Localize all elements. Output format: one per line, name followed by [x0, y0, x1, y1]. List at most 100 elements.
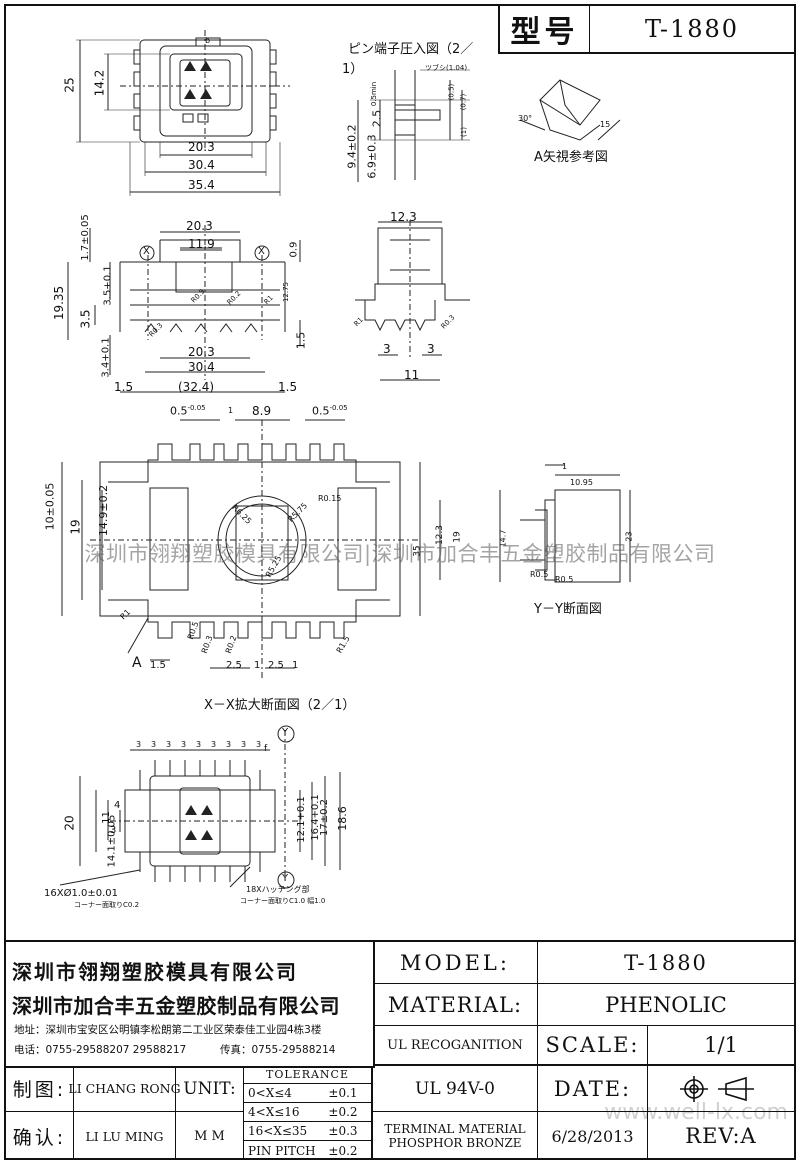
dim-side-0-9: 0.9	[288, 241, 300, 258]
dim-bot-pitch-3: 3	[166, 740, 172, 749]
label-f: f	[264, 744, 268, 754]
dim-side-3-4: 3.4+0.1	[100, 337, 112, 378]
dim-pin-07: (0.7)	[459, 93, 468, 111]
pin-press-title: ピン端子圧入図（2／	[348, 42, 474, 57]
dim-bot-12-1: 12.1+0.1	[295, 796, 307, 843]
dim-sec-8-9: 8.9	[252, 404, 272, 418]
date-label-text: DATE:	[553, 1076, 632, 1101]
tol-1-val: ±0.1	[328, 1086, 358, 1100]
dim-yy-10-95: 10.95	[570, 478, 593, 487]
material-label-text: MATERIAL:	[387, 992, 523, 1017]
tol-row-4-range: PIN PITCH	[244, 1141, 316, 1160]
dim-bot-3: 3	[110, 825, 117, 836]
top-view	[76, 30, 290, 196]
xx-title: X－X拡大断面図（2／1）	[204, 698, 356, 713]
dim-side-11-9: 11.9	[188, 237, 215, 251]
material-value-text: PHENOLIC	[605, 992, 727, 1017]
tol-1-range: 0<X≤4	[248, 1086, 292, 1100]
company-name-1: 深圳市翎翔塑胶模具有限公司	[12, 960, 298, 984]
tol-row-3-val: ±0.3	[315, 1122, 373, 1141]
unit-label-cell: UNIT:	[176, 1066, 244, 1112]
dim-pin-6-9: 6.9±0.3	[365, 134, 379, 179]
dim-yy-1: 1	[562, 462, 568, 471]
model-value-text: T-1880	[624, 950, 708, 975]
dim-pin-1: (1)	[459, 127, 468, 137]
dim-sec-r015: R0.15	[318, 494, 342, 503]
title-block: 深圳市翎翔塑胶模具有限公司 深圳市加合丰五金塑胶制品有限公司 地址：深圳市宝安区…	[6, 940, 794, 1160]
dim-top-30-4: 30.4	[188, 158, 215, 172]
tol-row-1-range: 0<X≤4	[244, 1084, 315, 1103]
model-label-cell: MODEL:	[373, 942, 538, 984]
dim-bot-pitch-8: 3	[241, 740, 247, 749]
date-label-cell: DATE:	[538, 1066, 648, 1112]
a-arrow-view	[519, 79, 621, 141]
scale-label-cell: SCALE:	[538, 1026, 648, 1066]
dim-sec-2-5a: 2.5	[226, 660, 242, 671]
label-y-bottom: Y	[282, 873, 289, 884]
drawn-value: LI CHANG RONG	[68, 1081, 181, 1096]
dim-side-19-35: 19.35	[52, 285, 67, 321]
scale-value-text: 1/1	[704, 1033, 738, 1057]
dim-sec-10: 10±0.05	[43, 482, 57, 531]
ul-value-text: UL 94V-0	[415, 1078, 495, 1099]
rev-text: REV:A	[685, 1124, 757, 1148]
tolerance-title-cell: TOLERANCE	[244, 1066, 373, 1084]
dim-side-1-5a: 1.5	[114, 380, 134, 394]
check-label-cell: 确认:	[6, 1112, 74, 1160]
dim-sec-1b: 1	[292, 660, 299, 671]
dim-bot-16x: 16XØ1.0±0.01	[44, 888, 118, 899]
label-y-top: Y	[282, 727, 289, 738]
yy-title: Y－Y断面図	[534, 602, 602, 617]
terminal-material-cell: TERMINAL MATERIAL PHOSPHOR BRONZE	[373, 1112, 538, 1160]
company-area: 深圳市翎翔塑胶模具有限公司 深圳市加合丰五金塑胶制品有限公司 地址：深圳市宝安区…	[6, 942, 375, 1068]
pin-press-title-cont: 1）	[342, 62, 364, 77]
ul-label-cell: UL RECOGANITION	[373, 1026, 538, 1066]
dim-bot-corner-c10: コーナー面取りC1.0 幅1.0	[240, 897, 326, 905]
ul-label-text: UL RECOGANITION	[387, 1037, 523, 1053]
check-value: LI LU MING	[85, 1128, 164, 1144]
tol-row-2-val: ±0.2	[315, 1103, 373, 1122]
company-phone: 电话：0755-29588207 29588217	[14, 1044, 187, 1056]
dim-pin-05: (0.5)	[447, 83, 456, 101]
dim-side-3-5a: 3.5+0.1	[102, 265, 114, 306]
rev-cell: REV:A	[648, 1112, 794, 1160]
dim-top-35-4: 35.4	[188, 178, 215, 192]
label-b: b	[205, 36, 211, 45]
tolerance-title: TOLERANCE	[266, 1068, 349, 1081]
dim-bot-4: 4	[114, 800, 121, 811]
third-angle-projection-icon	[680, 1075, 754, 1102]
tol-row-4-val: ±0.2	[315, 1141, 373, 1160]
dim-pin-tsubushi: ツブシ(1.04)	[425, 64, 468, 72]
drawn-label: 制图:	[12, 1079, 67, 1101]
date-value-text: 6/28/2013	[551, 1126, 634, 1146]
terminal-label-2: PHOSPHOR BRONZE	[388, 1136, 522, 1150]
date-value-cell: 6/28/2013	[538, 1112, 648, 1160]
dim-side-12-75: 12.75	[282, 281, 291, 303]
dim-bot-pitch-7: 3	[226, 740, 232, 749]
dim-bot-pitch-2: 3	[151, 740, 157, 749]
label-x-left: X	[143, 246, 150, 257]
dim-bot-17: 17±0.2	[319, 798, 331, 837]
unit-value-cell: M M	[176, 1112, 244, 1160]
dim-top-25: 25	[62, 77, 77, 93]
dim-sec-1-5: 1.5	[150, 660, 166, 671]
check-value-cell: LI LU MING	[74, 1112, 176, 1160]
dim-bot-20: 20	[62, 815, 77, 831]
ul-value-cell: UL 94V-0	[373, 1066, 538, 1112]
model-label-text: MODEL:	[400, 950, 510, 975]
dim-a-15: 15	[600, 120, 611, 129]
dim-bot-11: 11	[100, 811, 112, 824]
scale-value-cell: 1/1	[648, 1026, 794, 1066]
tol-2-val: ±0.2	[328, 1105, 358, 1119]
dim-bot-corner-c02: コーナー面取りC0.2	[74, 901, 140, 909]
yy-section-view	[499, 464, 631, 583]
dim-sec-2-5b: 2.5	[268, 660, 284, 671]
company-fax: 传真：0755-29588214	[220, 1044, 336, 1056]
watermark-companies: 深圳市翎翔塑胶模具有限公司|深圳市加合丰五金塑胶制品有限公司	[84, 542, 716, 566]
a-view-title: A矢視参考図	[534, 150, 608, 165]
dim-side-30-4: 30.4	[188, 360, 215, 374]
dim-bot-pitch-9: 3	[256, 740, 262, 749]
dim-side-3-5b: 3.5	[78, 309, 93, 329]
tol-row-1-val: ±0.1	[315, 1084, 373, 1103]
dim-a-30deg: 30°	[518, 114, 533, 123]
